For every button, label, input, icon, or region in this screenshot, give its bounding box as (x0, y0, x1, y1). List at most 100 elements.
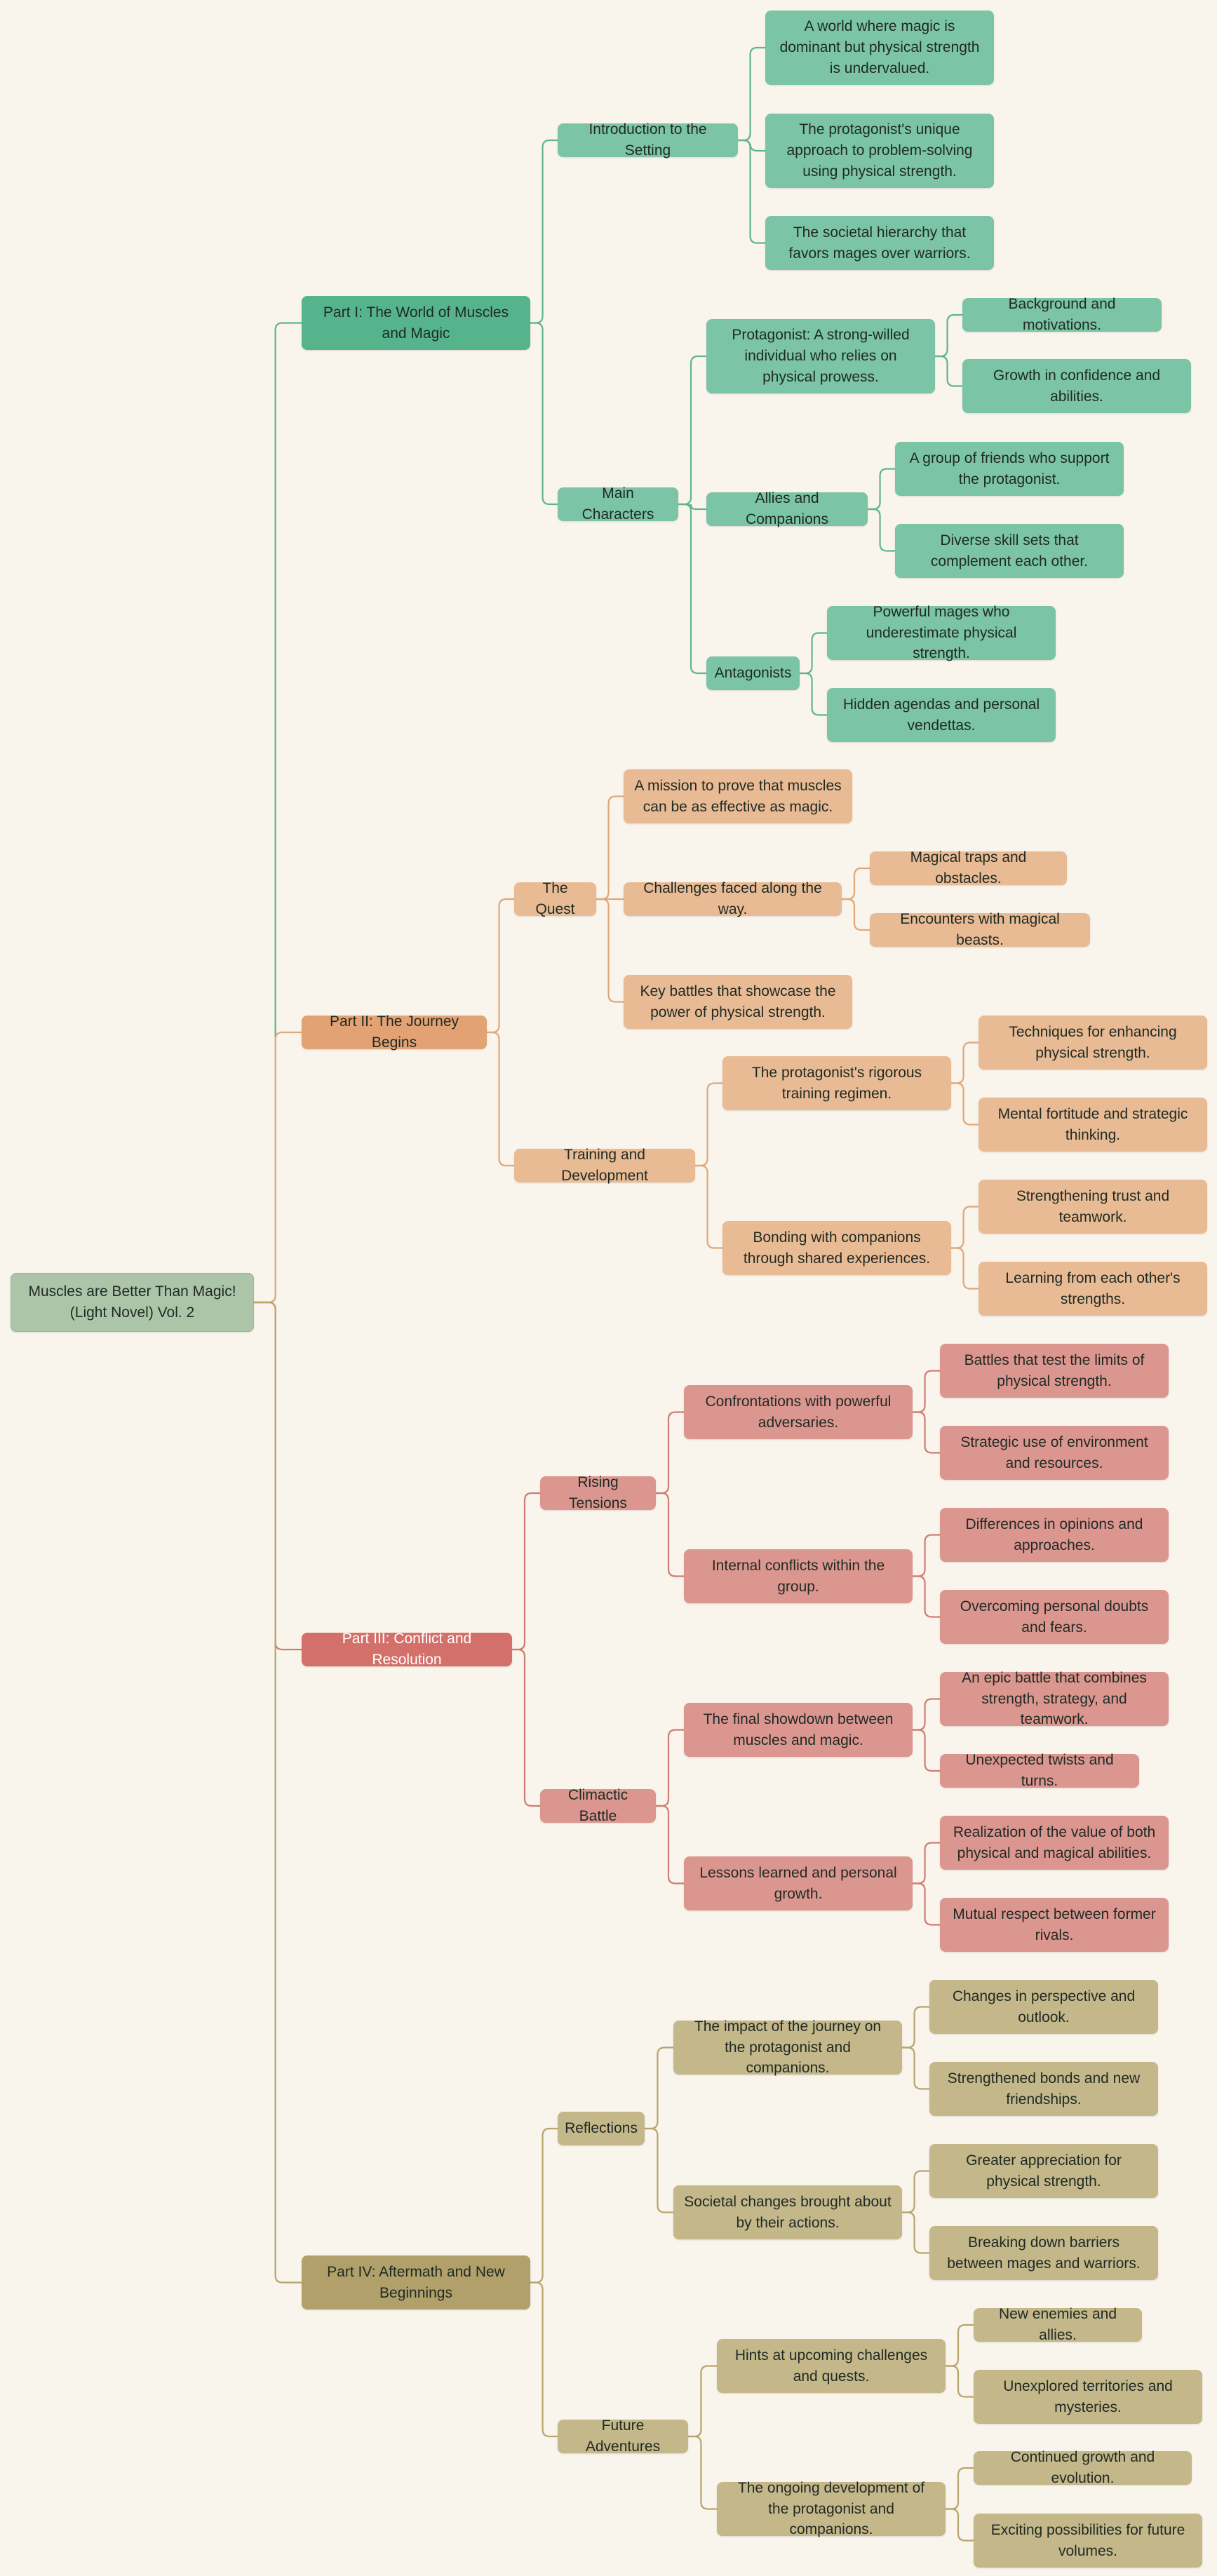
connector-line (913, 1370, 940, 1413)
connector-line (254, 1301, 302, 1651)
connector-line (695, 1082, 722, 1167)
connector-group (530, 139, 558, 506)
connector-line (596, 795, 624, 901)
node-detail-background-and-motivations: Background and motivations. (962, 296, 1162, 333)
connector-line (800, 632, 827, 675)
connector-line (656, 1805, 684, 1884)
connector-line (530, 139, 558, 324)
node-detail-strategic-use-of-environment-and-resourc: Strategic use of environment and resourc… (940, 1426, 1169, 1480)
node-root-muscles-are-better-than-magic-light-nove: Muscles are Better Than Magic! (Light No… (11, 1273, 254, 1332)
connector-group (868, 468, 895, 552)
connector-root (254, 1031, 302, 1304)
connector-line (645, 2046, 673, 2130)
node-branch-introduction-to-the-setting: Introduction to the Setting (558, 121, 738, 159)
connector-line (530, 2127, 558, 2284)
node-topic-allies-and-companions: Allies and Companions (706, 490, 868, 527)
connector-line (254, 1301, 302, 2284)
node-detail-overcoming-personal-doubts-and-fears: Overcoming personal doubts and fears. (940, 1590, 1169, 1644)
connector-group (913, 1534, 940, 1618)
connector-group (695, 1082, 722, 1249)
connector-group (951, 1206, 979, 1290)
node-detail-growth-in-confidence-and-abilities: Growth in confidence and abilities. (962, 359, 1191, 413)
connector-line (935, 355, 962, 387)
node-branch-climactic-battle: Climactic Battle (540, 1787, 656, 1824)
connector-line (902, 2046, 929, 2090)
connector-line (688, 2435, 717, 2510)
connector-line (902, 2211, 929, 2254)
connector-line (842, 898, 870, 931)
node-detail-greater-appreciation-for-physical-streng: Greater appreciation for physical streng… (929, 2144, 1158, 2198)
connector-group (656, 1411, 684, 1577)
node-topic-the-ongoing-development-of-the-protagoni: The ongoing development of the protagoni… (717, 2480, 946, 2537)
connector-group (487, 898, 514, 1167)
node-topic-societal-changes-brought-about-by-their-: Societal changes brought about by their … (673, 2185, 902, 2239)
connector-line (656, 1411, 684, 1495)
connector-line (946, 2365, 974, 2398)
node-detail-new-enemies-and-allies: New enemies and allies. (974, 2306, 1142, 2343)
node-topic-challenges-faced-along-the-way: Challenges faced along the way. (624, 880, 842, 917)
node-topic-the-protagonist-s-rigorous-training-regi: The protagonist's rigorous training regi… (722, 1056, 951, 1110)
connector-line (512, 1492, 540, 1651)
connector-group (951, 1041, 979, 1126)
connector-line (738, 46, 765, 142)
connector-line (530, 2281, 558, 2438)
connector-line (678, 503, 706, 675)
node-detail-hidden-agendas-and-personal-vendettas: Hidden agendas and personal vendettas. (827, 688, 1056, 742)
node-detail-realization-of-the-value-of-both-physica: Realization of the value of both physica… (940, 1816, 1169, 1870)
connector-line (946, 2508, 974, 2542)
node-detail-mental-fortitude-and-strategic-thinking: Mental fortitude and strategic thinking. (979, 1098, 1207, 1152)
connector-line (951, 1041, 979, 1084)
connector-group (842, 867, 870, 931)
node-topic-key-battles-that-showcase-the-power-of-p: Key battles that showcase the power of p… (624, 975, 852, 1029)
connector-group (656, 1729, 684, 1884)
connector-line (695, 1164, 722, 1249)
connector-group (678, 355, 706, 675)
connector-root (254, 322, 302, 1304)
connector-group (645, 2046, 673, 2213)
connector-line (913, 1534, 940, 1577)
connector-line (738, 139, 765, 152)
connector-line (487, 1031, 514, 1167)
node-detail-unexplored-territories-and-mysteries: Unexplored territories and mysteries. (974, 2370, 1202, 2424)
connector-group (596, 795, 624, 1003)
connector-group (738, 46, 765, 244)
node-detail-learning-from-each-other-s-strengths: Learning from each other's strengths. (979, 1262, 1207, 1316)
connector-line (254, 1031, 302, 1304)
node-detail-a-group-of-friends-who-support-the-prota: A group of friends who support the prota… (895, 442, 1124, 496)
node-detail-diverse-skill-sets-that-complement-each-: Diverse skill sets that complement each … (895, 524, 1124, 578)
connector-line (946, 2324, 974, 2367)
connector-line (688, 2365, 717, 2438)
connector-group (946, 2467, 974, 2542)
connector-group (512, 1492, 540, 1807)
connector-line (913, 1698, 940, 1731)
connector-line (946, 2467, 974, 2510)
node-topic-a-world-where-magic-is-dominant-but-phys: A world where magic is dominant but phys… (765, 11, 994, 85)
node-part-part-ii-the-journey-begins: Part II: The Journey Begins (302, 1013, 487, 1051)
node-detail-continued-growth-and-evolution: Continued growth and evolution. (974, 2449, 1192, 2486)
node-detail-unexpected-twists-and-turns: Unexpected twists and turns. (940, 1752, 1139, 1789)
connector-line (656, 1492, 684, 1577)
connector-line (530, 322, 558, 506)
connector-group (688, 2365, 717, 2510)
connector-line (738, 139, 765, 244)
connector-line (913, 1842, 940, 1884)
connector-line (678, 355, 706, 506)
node-topic-antagonists: Antagonists (706, 656, 800, 690)
node-detail-an-epic-battle-that-combines-strength-st: An epic battle that combines strength, s… (940, 1670, 1169, 1727)
connector-group (946, 2324, 974, 2398)
node-detail-techniques-for-enhancing-physical-streng: Techniques for enhancing physical streng… (979, 1016, 1207, 1070)
connector-line (487, 898, 514, 1034)
connector-line (951, 1082, 979, 1126)
connector-group (902, 2006, 929, 2090)
connector-line (800, 672, 827, 716)
node-detail-strengthened-bonds-and-new-friendships: Strengthened bonds and new friendships. (929, 2062, 1158, 2116)
connector-group (913, 1698, 940, 1772)
connector-group (913, 1842, 940, 1926)
connector-group (530, 2127, 558, 2438)
node-branch-the-quest: The Quest (514, 880, 596, 917)
connector-root (254, 1301, 302, 1651)
node-topic-the-protagonist-s-unique-approach-to-pro: The protagonist's unique approach to pro… (765, 114, 994, 188)
connector-line (868, 468, 895, 511)
connector-line (951, 1206, 979, 1249)
